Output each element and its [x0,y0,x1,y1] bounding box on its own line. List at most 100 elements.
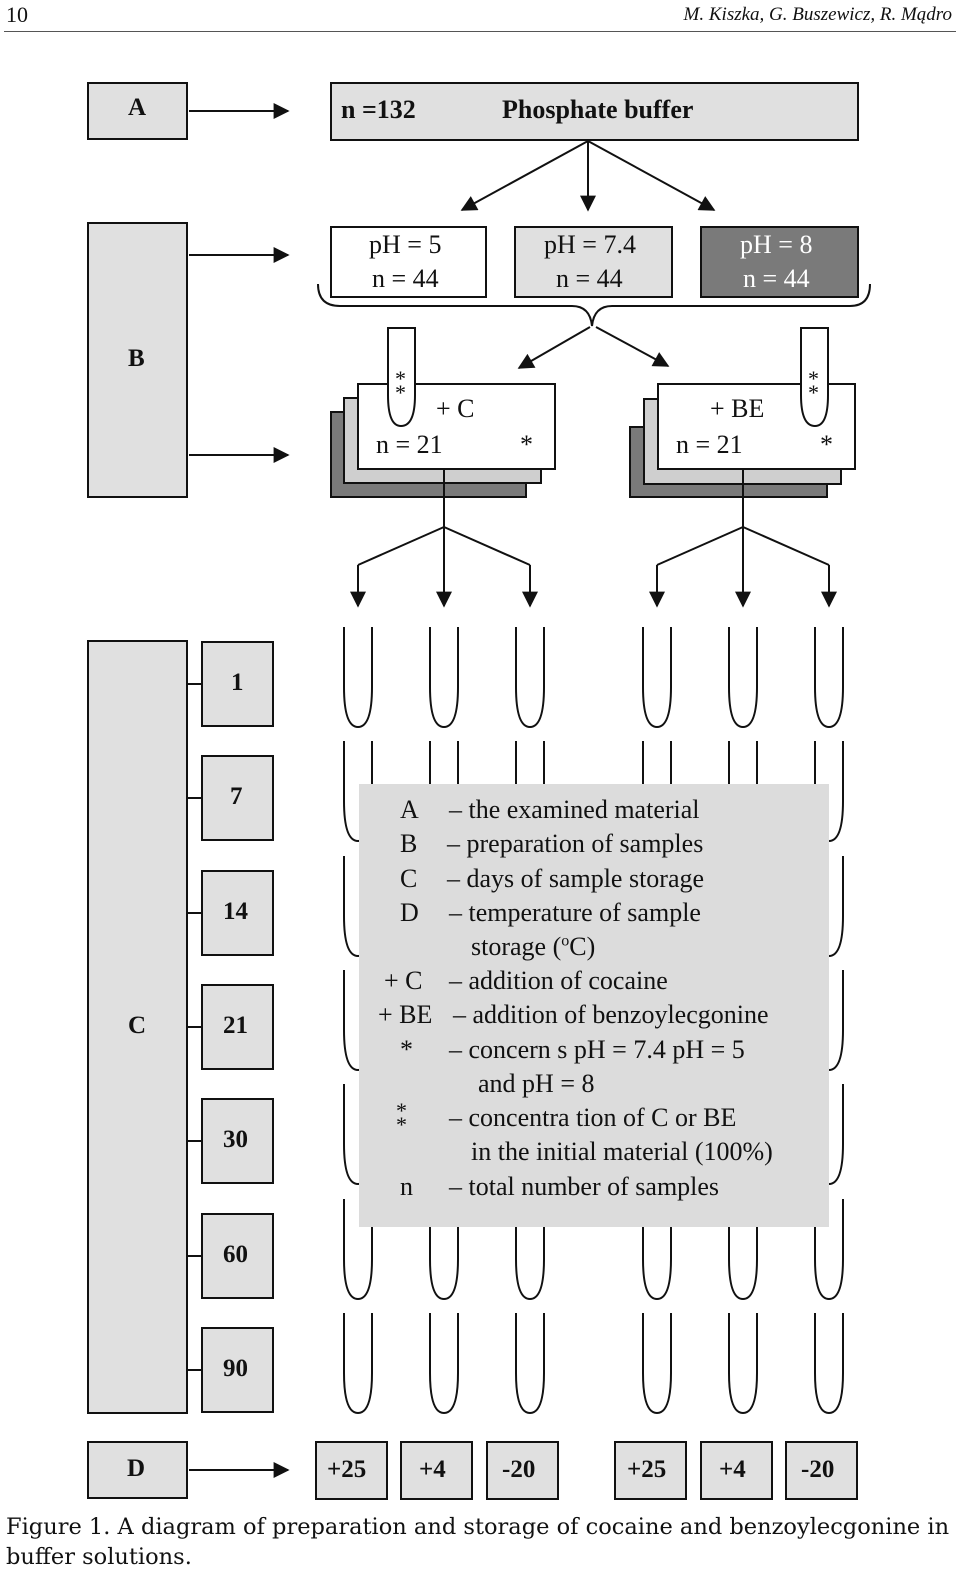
day-box-14 [201,870,274,956]
temp-label-3: -20 [502,1456,536,1483]
legend-key-d: D [400,898,419,927]
legend-key-c: C [400,864,418,893]
ph8-box [700,226,859,298]
legend-text-plus-c: – addition of cocaine [449,966,668,995]
stage-c-box [87,640,188,1414]
ph5-n: n = 44 [372,264,439,293]
plus-be-star: * [820,430,833,459]
day-label-14: 14 [223,898,248,925]
legend-key-a: A [400,795,419,824]
phosphate-title: Phosphate buffer [502,95,694,124]
day-label-1: 1 [231,669,244,696]
legend-key-star: * [400,1035,413,1064]
temp-box-1 [315,1441,388,1500]
test-tube-r7-c4 [642,1313,672,1415]
test-tube-r1-c2 [429,627,459,729]
legend-text-n: – total number of samples [449,1172,720,1201]
arrow-to-ph5 [460,140,589,211]
plus-c-star: * [520,430,533,459]
legend-text-plus-be: – addition of benzoylecgonine [453,1000,769,1029]
day-label-30: 30 [223,1126,248,1153]
legend-key-b: B [400,829,418,858]
legend-text-d-cont: storage (oC) [471,932,596,961]
test-tube-r7-c6 [814,1313,844,1415]
stage-c-label: C [128,1012,147,1039]
stage-b-box [87,222,188,498]
stage-d-label: D [127,1455,146,1482]
legend-text-a: – the examined material [449,795,700,824]
legend-key-n: n [400,1172,413,1201]
ph8-n: n = 44 [743,264,810,293]
phosphate-n: n =132 [341,95,416,124]
temp-label-5: +4 [719,1456,746,1483]
day-label-21: 21 [223,1012,248,1039]
figure-caption: Figure 1. A diagram of preparation and s… [6,1514,950,1570]
day-box-1 [201,641,274,727]
plus-be-n: n = 21 [676,430,743,459]
test-tube-r7-c5 [728,1313,758,1415]
day-connectors [187,683,202,1371]
plus-be-test-tube [800,327,829,428]
day-box-90 [201,1327,274,1413]
legend-key-plus-be: + BE [378,1000,433,1029]
day-label-60: 60 [223,1241,248,1268]
temp-label-4: +25 [627,1456,667,1483]
header-rule [4,31,956,32]
temp-box-5 [700,1441,773,1500]
page-number: 10 [6,2,28,27]
legend-key-double-star: * * [396,1098,407,1137]
test-tube-r7-c2 [429,1313,459,1415]
plus-c-double-star: * * [395,366,406,405]
test-tube-r1-c3 [515,627,545,729]
plus-c-label: + C [436,394,475,423]
ph74-value: pH = 7.4 [544,230,636,259]
legend-text-d: – temperature of sample [449,898,701,927]
legend-text-c: – days of sample storage [447,864,705,893]
temp-box-3 [486,1441,559,1500]
ph74-box [514,226,673,298]
stage-a-box [87,82,188,140]
test-tube-r1-c6 [814,627,844,729]
plus-c-n: n = 21 [376,430,443,459]
arrow-to-ph8 [587,140,716,211]
stage-a-label: A [128,94,147,121]
legend-key-plus-c: + C [384,966,423,995]
temp-label-1: +25 [327,1456,367,1483]
legend-text-double-star-cont: in the initial material (100%) [471,1137,773,1166]
temp-label-2: +4 [419,1456,446,1483]
ph8-value: pH = 8 [740,230,813,259]
temp-box-4 [614,1441,687,1500]
ph5-box [330,226,487,298]
phosphate-buffer-box [330,82,859,141]
legend-text-b: – preparation of samples [447,829,704,858]
plus-c-test-tube [387,327,416,428]
legend-panel [359,784,829,1227]
ph-brace [317,283,871,327]
test-tube-r1-c5 [728,627,758,729]
test-tube-r7-c1 [343,1313,373,1415]
test-tube-r1-c1 [343,627,373,729]
test-tube-r1-c4 [642,627,672,729]
legend-text-double-star: – concentra tion of C or BE [449,1103,737,1132]
running-head-authors: M. Kiszka, G. Buszewicz, R. Mądro [683,4,952,25]
ph5-value: pH = 5 [369,230,442,259]
legend-text-star-cont: and pH = 8 [478,1069,595,1098]
temp-label-6: -20 [801,1456,835,1483]
plus-be-distribution [649,470,837,608]
temp-box-2 [400,1441,473,1500]
legend-text-star: – concern s pH = 7.4 pH = 5 [449,1035,745,1064]
day-box-30 [201,1098,274,1184]
plus-be-double-star: * * [808,366,819,405]
day-box-21 [201,984,274,1070]
day-label-7: 7 [230,783,243,810]
plus-be-label: + BE [710,394,765,423]
day-box-7 [201,755,274,841]
arrow-to-plus-c [517,326,591,369]
ph74-n: n = 44 [556,264,623,293]
stage-b-label: B [128,345,145,372]
day-box-60 [201,1213,274,1299]
arrow-to-plus-be [595,326,670,367]
stage-d-box [87,1441,188,1499]
plus-c-distribution [350,470,538,608]
